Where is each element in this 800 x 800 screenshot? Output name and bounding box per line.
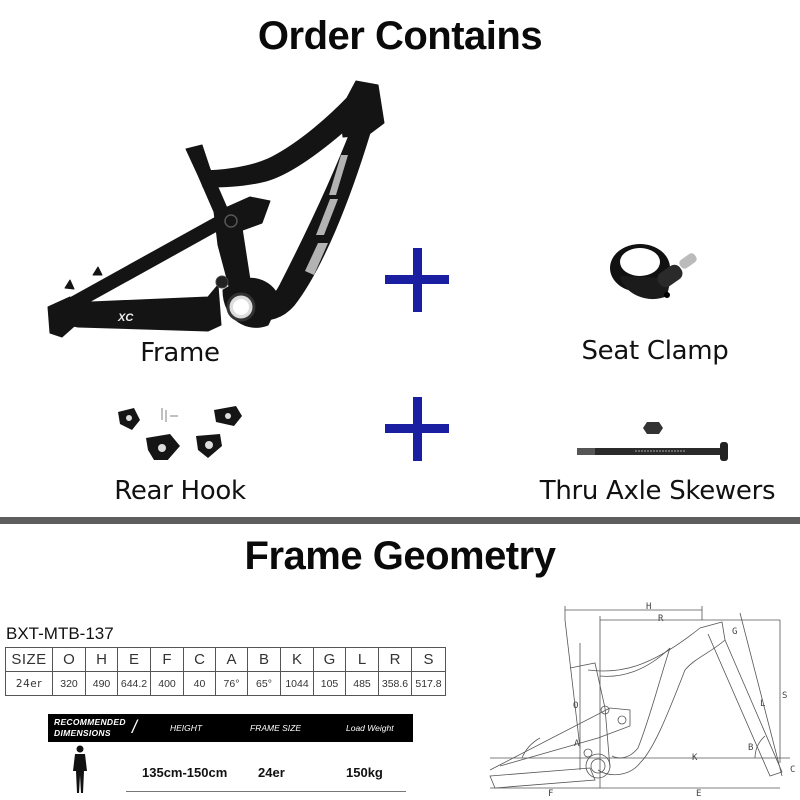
table-cell: 40 [183,671,216,696]
svg-text:E: E [696,789,701,798]
person-silhouette-icon [73,745,87,793]
table-cell: 490 [85,671,118,696]
svg-text:F: F [548,789,553,798]
table-cell: 1044 [280,671,314,696]
slash-divider: / [132,717,138,737]
table-header-cell: H [85,647,118,672]
table-header-cell: A [215,647,248,672]
geometry-table: SIZE O H E F C A B K G L R S 24er 320 49… [5,647,446,696]
svg-text:K: K [692,753,698,763]
table-cell: 65° [247,671,281,696]
frame-size-header: FRAME SIZE [250,723,302,733]
table-header-cell: E [117,647,151,672]
table-header-cell: B [247,647,281,672]
table-row: 24er 320 490 644.2 400 40 76° 65° 1044 1… [5,671,446,696]
svg-text:A: A [574,739,580,749]
table-cell: 485 [345,671,379,696]
plus-icon [385,248,449,312]
geometry-diagram: H R G S L O A B K C F E [489,602,795,798]
table-cell: 320 [52,671,86,696]
svg-text:G: G [732,627,737,637]
item-label-frame: Frame [140,338,220,368]
svg-text:B: B [748,743,753,753]
item-label-thru-axle: Thru Axle Skewers [539,476,776,506]
table-header-cell: L [345,647,379,672]
item-label-rear-hook: Rear Hook [114,476,246,506]
table-header-row: SIZE O H E F C A B K G L R S [5,647,446,672]
plus-icon [385,397,449,461]
table-header-cell: F [150,647,184,672]
values-underline [126,791,406,792]
table-cell: 644.2 [117,671,151,696]
thru-axle-icon [577,422,728,461]
seat-clamp-icon [610,244,697,300]
rear-hook-icon [118,406,242,460]
model-number: BXT-MTB-137 [6,624,114,643]
svg-text:S: S [782,691,787,701]
table-header-cell: S [411,647,446,672]
table-cell: 76° [215,671,248,696]
svg-text:XC: XC [117,312,134,324]
table-header-cell: G [313,647,346,672]
table-cell: 358.6 [378,671,412,696]
table-cell: 105 [313,671,346,696]
recommended-dimensions-bar: RECOMMENDED DIMENSIONS / HEIGHT FRAME SI… [48,714,413,742]
order-contains-title: Order Contains [257,14,543,58]
load-weight-header: Load Weight [346,723,394,733]
table-cell: 24er [5,671,53,696]
frame-geometry-title: Frame Geometry [244,534,556,578]
svg-text:O: O [573,701,578,711]
svg-text:R: R [658,614,664,624]
table-header-cell: SIZE [5,647,53,672]
recommended-height-value: 135cm-150cm [142,765,228,780]
recommended-load-weight-value: 150kg [346,765,383,780]
svg-text:H: H [646,602,651,612]
table-header-cell: R [378,647,412,672]
recommended-frame-size-value: 24er [258,765,285,780]
bike-frame-icon: XC [47,80,385,338]
table-cell: 517.8 [411,671,446,696]
height-header: HEIGHT [170,723,203,733]
table-header-cell: C [183,647,216,672]
recommended-label: RECOMMENDED DIMENSIONS [54,717,126,738]
item-label-seat-clamp: Seat Clamp [581,336,729,366]
table-header-cell: K [280,647,314,672]
table-cell: 400 [150,671,184,696]
section-divider [0,517,800,524]
svg-text:C: C [790,765,795,775]
svg-text:L: L [760,699,765,709]
table-header-cell: O [52,647,86,672]
